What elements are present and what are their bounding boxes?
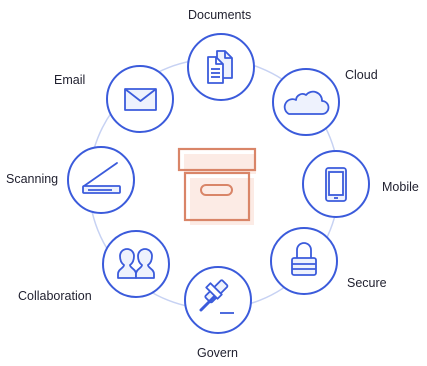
label-secure: Secure	[347, 276, 387, 290]
node-email[interactable]	[106, 65, 174, 133]
cloud-icon	[283, 90, 330, 115]
gavel-icon	[199, 279, 234, 314]
label-mobile: Mobile	[382, 180, 419, 194]
mobile-phone-icon	[325, 167, 347, 202]
node-scanning[interactable]	[67, 146, 135, 214]
node-cloud[interactable]	[272, 68, 340, 136]
label-documents: Documents	[188, 8, 252, 22]
node-documents[interactable]	[187, 33, 255, 101]
scanner-icon	[82, 162, 121, 194]
label-cloud: Cloud	[345, 68, 378, 82]
node-collaboration[interactable]	[102, 230, 170, 298]
padlock-icon	[291, 242, 317, 276]
node-govern[interactable]	[184, 266, 252, 334]
label-govern: Govern	[197, 346, 238, 360]
node-mobile[interactable]	[302, 150, 370, 218]
envelope-icon	[124, 88, 157, 111]
node-secure[interactable]	[270, 227, 338, 295]
archive-box-icon	[177, 147, 257, 225]
label-collaboration: Collaboration	[18, 289, 92, 303]
documents-icon	[207, 50, 233, 84]
label-scanning: Scanning	[6, 172, 59, 186]
people-icon	[117, 248, 155, 279]
label-email: Email	[54, 73, 86, 87]
